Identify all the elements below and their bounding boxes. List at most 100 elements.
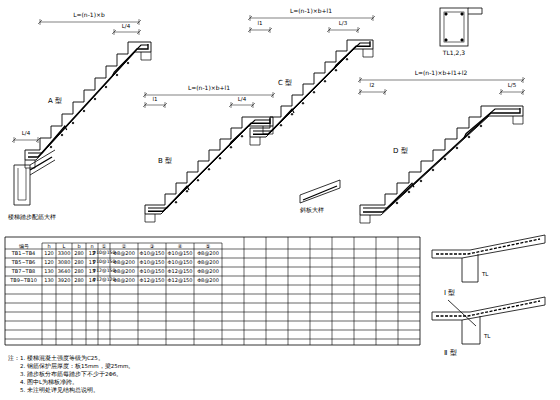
table-cell: Φ10@150 [93, 251, 116, 256]
table-cell: ⑤ [206, 244, 210, 249]
drawing-line [354, 237, 355, 345]
drawing-line [110, 243, 111, 345]
dimension-label: l1 [256, 21, 263, 27]
drawing-line [332, 237, 333, 345]
drawing-line [360, 106, 523, 215]
dimension-label: l2 [368, 83, 375, 89]
table-cell: n [90, 244, 93, 249]
drawing-line [376, 237, 377, 345]
drawing-line [145, 117, 273, 214]
dimension-label: l1 [151, 97, 158, 103]
drawing-line [248, 27, 272, 33]
drawing-line [5, 276, 420, 277]
drawing-line [42, 243, 43, 345]
table-cell: TB9~TB10 [10, 278, 37, 283]
drawing-line [5, 258, 420, 259]
table-cell: Φ10@150 [140, 260, 165, 265]
drawing-line [25, 42, 151, 150]
dimension-label: L/3 [338, 21, 348, 27]
table-cell: Φ10@150 [93, 260, 116, 265]
note-text: 5. 未注明处详见结构总说明。 [20, 388, 99, 394]
drawing-line [363, 183, 414, 208]
dimension-label: L=(n-1)×b+l1 [187, 85, 231, 91]
drawing-line [398, 237, 399, 345]
table-cell: 130 [44, 278, 54, 283]
table-cell: Φ10@150 [168, 251, 193, 256]
dimension-label: L/4 [237, 97, 247, 103]
drawing-line [25, 42, 151, 160]
rebar-table [5, 237, 420, 345]
table-cell: 编号 [19, 244, 29, 249]
note-text: 注：1. 楼梯混凝土强度等级为C25。 [8, 356, 104, 362]
note-text: 4. 图中L为梯板净跨。 [20, 380, 78, 386]
dimension-label: L/5 [507, 83, 517, 89]
drawing-line [358, 77, 525, 83]
type-label: D 型 [393, 148, 408, 155]
drawing-line [141, 52, 151, 60]
table-cell: Φ8@200 [197, 251, 219, 256]
drawing-line [263, 126, 273, 134]
table-cell: ② [122, 244, 126, 249]
drawing-line [56, 243, 57, 345]
table-cell: Φ12@150 [168, 269, 193, 274]
drawing-line [143, 102, 167, 108]
table-cell: 280 [74, 269, 84, 274]
drawing-line [266, 237, 267, 345]
note-text: 2. 钢筋保护层厚度：板15mm，梁25mm。 [20, 364, 134, 370]
table-cell: Φ8@200 [197, 269, 219, 274]
drawing-line [12, 137, 40, 143]
drawing-line [166, 243, 167, 345]
drawing-line [5, 285, 420, 286]
drawing-line [148, 186, 189, 208]
drawing-line [194, 243, 195, 345]
type-label: A 型 [48, 98, 62, 105]
drawing-line [464, 109, 520, 138]
table-cell: 3640 [58, 269, 71, 274]
drawing-line [98, 243, 99, 345]
table-cell: Φ8@200 [197, 260, 219, 265]
table-cell: ③ [150, 244, 154, 249]
type-label: TL [484, 334, 490, 340]
drawing-line [5, 312, 420, 313]
type-label: B 型 [158, 158, 172, 165]
end-details [432, 235, 545, 344]
drawing-line [138, 243, 139, 345]
support-detail [14, 150, 55, 205]
table-cell: L [63, 244, 66, 249]
drawing-line [5, 330, 420, 331]
table-cell: Φ8@200 [113, 251, 135, 256]
dimension-label: TL1,2,3 [443, 50, 465, 56]
drawing-line [148, 118, 270, 211]
table-cell: 130 [44, 269, 54, 274]
drawing-line [248, 15, 375, 21]
drawing-line [5, 321, 420, 322]
type-label: 斜板大样 [300, 207, 324, 213]
drawing-line [5, 303, 420, 304]
table-cell: TB5~TB6 [12, 260, 36, 265]
table-cell: Φ12@150 [140, 278, 165, 283]
drawing-line [363, 108, 520, 212]
drawing-line [250, 137, 260, 145]
table-cell: Φ8@200 [197, 278, 219, 283]
table-cell: 3300 [58, 251, 71, 256]
table-cell: Φ10@150 [140, 269, 165, 274]
dimension-label: L/4 [121, 24, 131, 30]
drawing-line [143, 92, 275, 98]
drawing-line [229, 102, 255, 108]
drawing-line [229, 120, 270, 146]
drawing-line [5, 294, 420, 295]
table-cell: 3080 [58, 260, 71, 265]
drawing-line [86, 243, 87, 345]
drawing-line [112, 45, 148, 76]
table-cell: 280 [74, 278, 84, 283]
drawing-line [28, 126, 67, 153]
table-cell: Φ10@150 [168, 260, 193, 265]
drawing-line [145, 117, 273, 205]
drawing-line [244, 237, 245, 345]
type-label: Ⅱ 型 [444, 350, 457, 357]
drawing-line [222, 243, 223, 345]
table-cell: h [47, 244, 50, 249]
drawing-line [5, 339, 420, 340]
